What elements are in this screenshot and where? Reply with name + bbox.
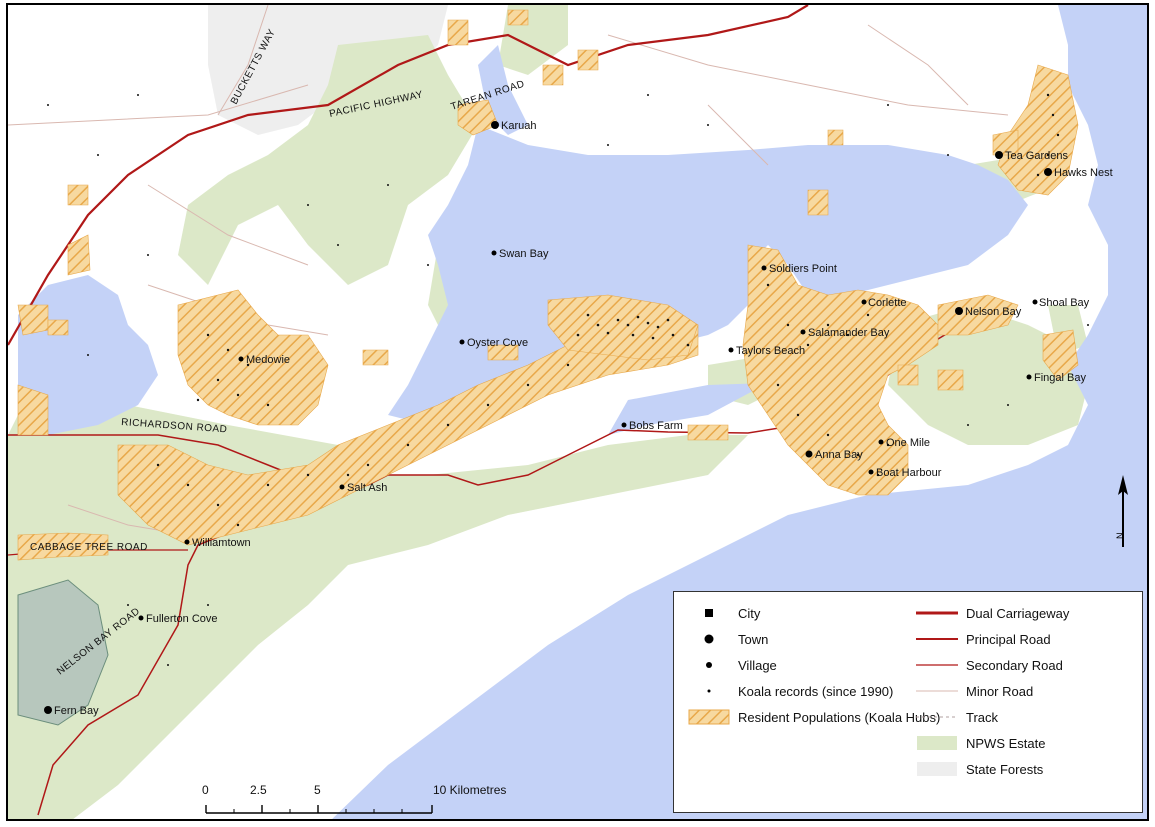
legend-label: Town bbox=[738, 631, 769, 647]
legend-dot-medium-icon bbox=[686, 656, 732, 674]
scale-tick-5: 5 bbox=[314, 783, 321, 797]
legend-dot-small-icon bbox=[686, 682, 732, 700]
scale-tick-2-5: 2.5 bbox=[250, 783, 267, 797]
legend-minor-road: Minor Road bbox=[914, 680, 1033, 702]
legend-line-dashed-icon bbox=[914, 708, 960, 726]
label-taylors-beach: Taylors Beach bbox=[736, 345, 805, 357]
place-labels: Karuah Tea Gardens Hawks Nest Swan Bay S… bbox=[54, 120, 1113, 717]
scale-bar: 0 2.5 5 10 Kilometres bbox=[198, 783, 558, 819]
anna-bay-town-marker bbox=[805, 450, 813, 458]
settlement-markers bbox=[44, 121, 1052, 714]
legend-label: Koala records (since 1990) bbox=[738, 683, 894, 699]
legend-label: Resident Populations (Koala Hubs) bbox=[738, 709, 941, 725]
grahamstown-lake bbox=[17, 579, 109, 726]
scale-bar-ruler bbox=[205, 805, 433, 814]
legend-label: Dual Carriageway bbox=[966, 605, 1070, 621]
label-nelson-bay: Nelson Bay bbox=[965, 306, 1022, 318]
label-tea-gardens: Tea Gardens bbox=[1005, 150, 1068, 162]
label-swan-bay: Swan Bay bbox=[499, 248, 549, 260]
north-label: N bbox=[1115, 533, 1125, 540]
scale-tick-0: 0 bbox=[202, 783, 209, 797]
legend-fill-green-icon bbox=[914, 734, 960, 752]
koala-hub-areas bbox=[17, 9, 1079, 561]
label-boat-harbour: Boat Harbour bbox=[876, 467, 942, 479]
bucketts-way-road bbox=[217, 5, 269, 116]
label-fullerton-cove: Fullerton Cove bbox=[146, 613, 218, 625]
karuah-town-marker bbox=[491, 121, 499, 129]
label-salamander-bay: Salamander Bay bbox=[808, 327, 890, 339]
pacific-highway bbox=[8, 5, 809, 346]
legend-koala-hubs: Resident Populations (Koala Hubs) bbox=[686, 706, 940, 728]
corlette-village-marker bbox=[861, 299, 867, 305]
label-oyster-cove: Oyster Cove bbox=[467, 337, 528, 349]
label-soldiers-point: Soldiers Point bbox=[769, 263, 837, 275]
legend-line-minor-icon bbox=[914, 682, 960, 700]
legend-koala-records: Koala records (since 1990) bbox=[686, 680, 893, 702]
label-one-mile: One Mile bbox=[886, 437, 930, 449]
soldiers-point-village-marker bbox=[761, 265, 767, 271]
swan-bay-village-marker bbox=[491, 250, 497, 256]
boat-harbour-village-marker bbox=[868, 469, 874, 475]
legend-line-thin-icon bbox=[914, 656, 960, 674]
legend-label: State Forests bbox=[966, 761, 1044, 777]
label-fern-bay: Fern Bay bbox=[54, 705, 99, 717]
legend-track: Track bbox=[914, 706, 998, 728]
state-forest-area bbox=[208, 5, 448, 135]
minor-roads bbox=[8, 24, 1009, 536]
legend-dual-carriageway: Dual Carriageway bbox=[914, 602, 1069, 624]
legend-city: City bbox=[686, 602, 760, 624]
salt-ash-village-marker bbox=[339, 484, 345, 490]
label-salt-ash: Salt Ash bbox=[347, 482, 387, 494]
north-arrow-icon bbox=[1118, 475, 1128, 495]
legend-label: City bbox=[738, 605, 761, 621]
scale-tick-10: 10 Kilometres bbox=[433, 783, 507, 797]
legend-label: Track bbox=[966, 709, 999, 725]
koala-records bbox=[47, 93, 1089, 666]
north-arrow: N bbox=[1115, 475, 1128, 547]
legend-state-forests: State Forests bbox=[914, 758, 1043, 780]
legend-village: Village bbox=[686, 654, 777, 676]
legend-npws-estate: NPWS Estate bbox=[914, 732, 1045, 754]
nelson-bay-town-marker bbox=[955, 307, 963, 315]
legend-label: Village bbox=[738, 657, 777, 673]
tea-gardens-town-marker bbox=[995, 151, 1003, 159]
medowie-village-marker bbox=[238, 356, 244, 362]
legend-dot-large-icon bbox=[686, 630, 732, 648]
legend-line-thick-icon bbox=[914, 604, 960, 622]
legend-label: Secondary Road bbox=[966, 657, 1063, 673]
legend-fill-grey-icon bbox=[914, 760, 960, 778]
bobs-farm-village-marker bbox=[621, 422, 627, 428]
label-anna-bay: Anna Bay bbox=[815, 449, 863, 461]
legend-label: Principal Road bbox=[966, 631, 1051, 647]
williamtown-village-marker bbox=[184, 539, 190, 545]
label-cabbage-tree-road: CABBAGE TREE ROAD bbox=[30, 542, 148, 553]
label-corlette: Corlette bbox=[868, 297, 907, 309]
one-mile-village-marker bbox=[878, 439, 884, 445]
hawks-nest-town-marker bbox=[1044, 168, 1052, 176]
legend-hatch-icon bbox=[686, 708, 732, 726]
fullerton-cove-village-marker bbox=[138, 615, 144, 621]
fern-bay-town-marker bbox=[44, 706, 52, 714]
legend-label: NPWS Estate bbox=[966, 735, 1046, 751]
label-hawks-nest: Hawks Nest bbox=[1054, 167, 1113, 179]
label-shoal-bay: Shoal Bay bbox=[1039, 297, 1090, 309]
legend-line-medium-icon bbox=[914, 630, 960, 648]
map-frame: Karuah Tea Gardens Hawks Nest Swan Bay S… bbox=[6, 3, 1149, 821]
label-medowie: Medowie bbox=[246, 354, 290, 366]
legend-town: Town bbox=[686, 628, 768, 650]
label-williamtown: Williamtown bbox=[192, 537, 251, 549]
shoal-bay-village-marker bbox=[1032, 299, 1038, 305]
label-karuah: Karuah bbox=[501, 120, 536, 132]
label-fingal-bay: Fingal Bay bbox=[1034, 372, 1086, 384]
legend-label: Minor Road bbox=[966, 683, 1034, 699]
legend-square-icon bbox=[686, 604, 732, 622]
salamander-bay-village-marker bbox=[800, 329, 806, 335]
taylors-beach-village-marker bbox=[728, 347, 734, 353]
legend-secondary-road: Secondary Road bbox=[914, 654, 1063, 676]
fingal-bay-village-marker bbox=[1026, 374, 1032, 380]
oyster-cove-village-marker bbox=[459, 339, 465, 345]
map-legend: City Town Village Koala records (since 1… bbox=[673, 591, 1143, 813]
label-bobs-farm: Bobs Farm bbox=[629, 420, 683, 432]
legend-principal-road: Principal Road bbox=[914, 628, 1051, 650]
